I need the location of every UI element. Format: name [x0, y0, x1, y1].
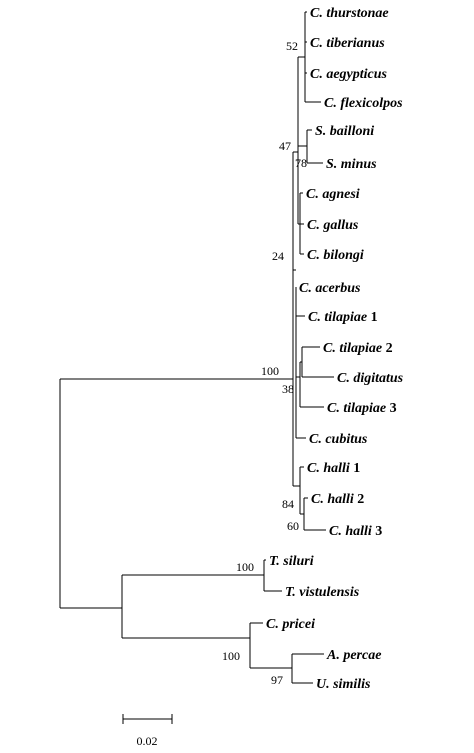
taxon-labels: C. thurstonae C. tiberianus C. aegypticusC… — [266, 6, 404, 692]
taxon-label-aegypticus: C. aegypticus — [310, 67, 388, 82]
support-value-s47: 47 — [279, 139, 291, 153]
support-value-s84: 84 — [282, 497, 294, 511]
taxon-label-siluri: T. siluri — [269, 554, 314, 569]
support-value-s60: 60 — [287, 519, 299, 533]
taxon-label-percae: A. percae — [326, 648, 381, 663]
scale-bar-label: 0.02 — [137, 734, 158, 748]
support-value-s100b: 100 — [236, 560, 254, 574]
scale-bar: 0.02 — [122, 714, 173, 748]
taxon-label-bailloni: S. bailloni — [315, 124, 374, 139]
support-value-s52: 52 — [286, 39, 298, 53]
support-value-s97: 97 — [271, 673, 283, 687]
support-value-s24: 24 — [272, 249, 284, 263]
support-value-s100c: 100 — [222, 649, 240, 663]
taxon-label-tiberianus: C. tiberianus — [310, 36, 385, 51]
taxon-label-halli1: C. halli 1 — [307, 461, 360, 476]
taxon-label-halli2: C. halli 2 — [311, 492, 364, 507]
taxon-label-tilapiae3: C. tilapiae 3 — [327, 401, 397, 416]
taxon-label-acerbus: C. acerbus — [299, 281, 361, 296]
taxon-label-minus: S. minus — [326, 157, 377, 172]
taxon-label-cubitus: C. cubitus — [309, 432, 368, 447]
taxon-label-tilapiae1: C. tilapiae 1 — [308, 310, 378, 325]
taxon-label-tilapiae2: C. tilapiae 2 — [323, 341, 393, 356]
taxon-label-pricei: C. pricei — [266, 617, 315, 632]
taxon-label-gallus: C. gallus — [307, 218, 359, 233]
taxon-label-thurstonae: C. thurstonae — [310, 6, 389, 21]
taxon-label-similis: U. similis — [316, 677, 371, 692]
taxon-label-agnesi: C. agnesi — [306, 187, 360, 202]
taxon-label-halli3: C. halli 3 — [329, 524, 382, 539]
support-value-s100a: 100 — [261, 364, 279, 378]
support-value-s78: 78 — [295, 156, 307, 170]
tree-branches — [59, 11, 334, 684]
taxon-label-bilongi: C. bilongi — [307, 248, 364, 263]
taxon-label-flexicolpos: C. flexicolpos — [324, 96, 403, 111]
taxon-label-vistulensis: T. vistulensis — [285, 585, 360, 600]
support-value-s38: 38 — [282, 382, 294, 396]
taxon-label-digitatus: C. digitatus — [337, 371, 404, 386]
